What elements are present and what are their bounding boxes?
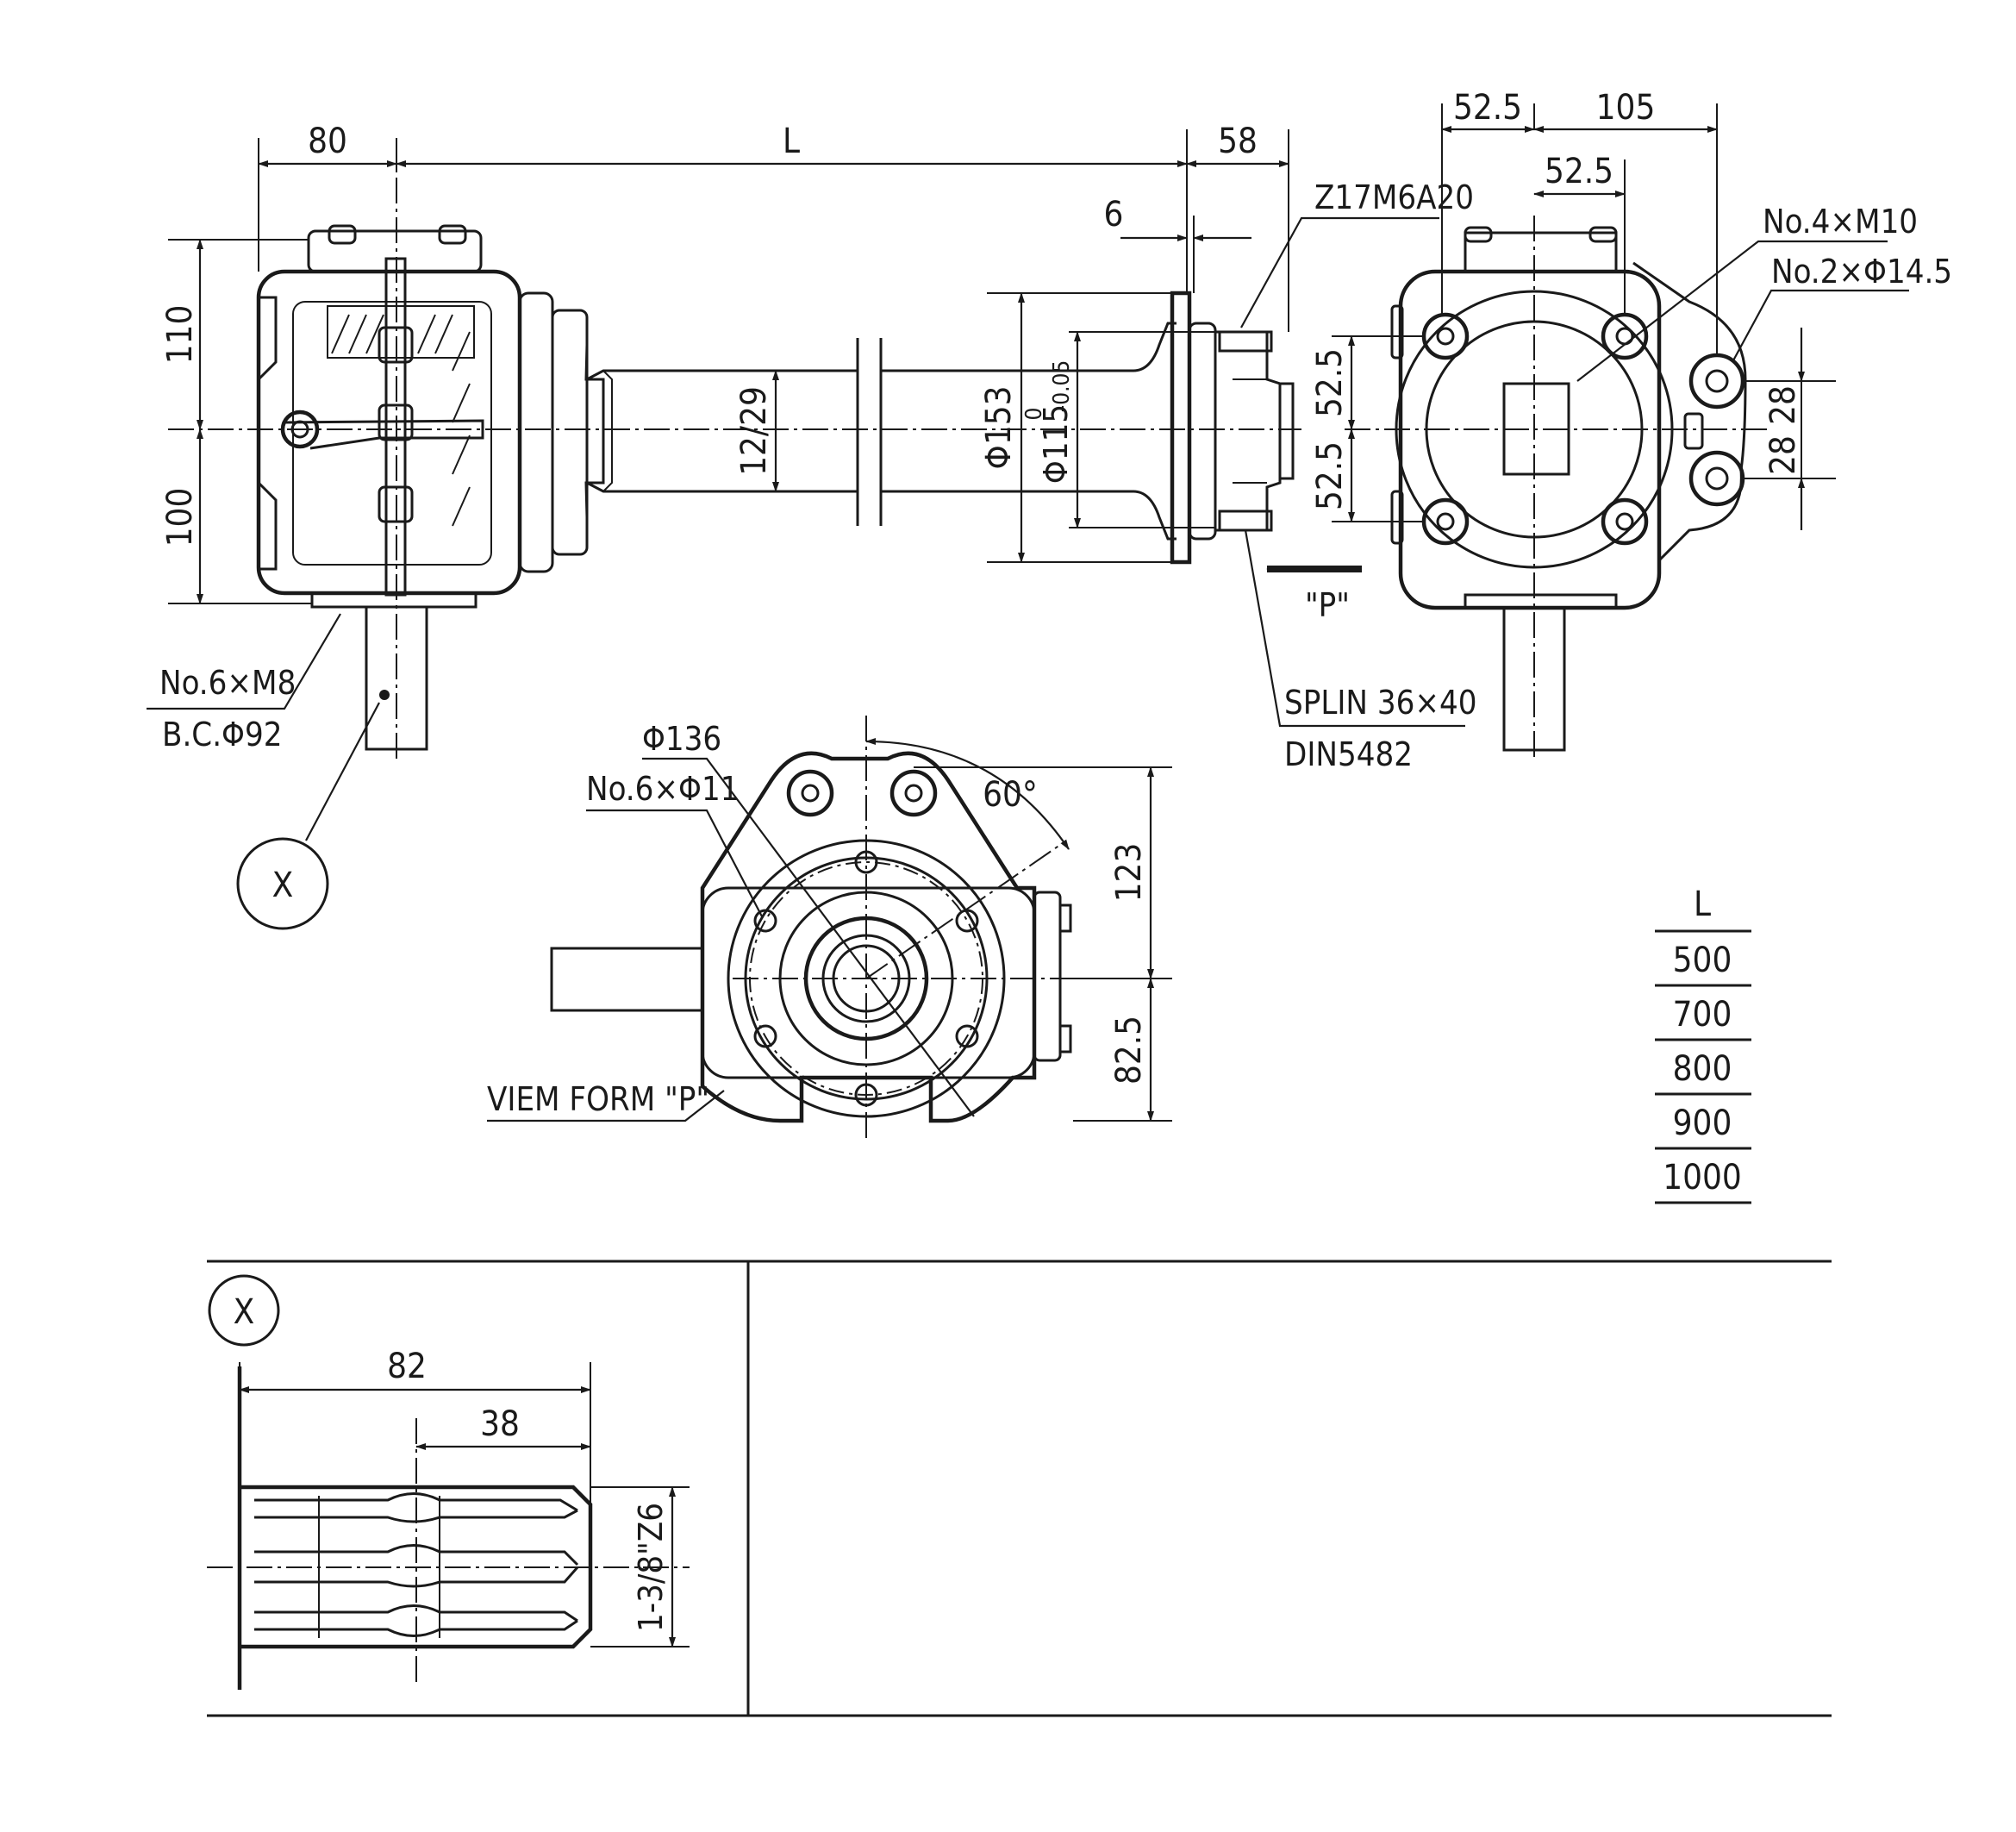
spline-hub	[1214, 330, 1282, 532]
length-table-row: 800	[1673, 1049, 1732, 1089]
dim-52-5-top-a: 52.5	[1453, 88, 1522, 128]
side-mount-lug	[1632, 261, 1747, 562]
dim-28-a: 28	[1763, 385, 1803, 425]
length-table-row: 1000	[1663, 1158, 1742, 1197]
dim-28-b: 28	[1763, 435, 1803, 475]
dim-60deg-arc	[865, 738, 1070, 850]
dim-60deg: 60°	[983, 775, 1038, 815]
dim-38: 38	[480, 1404, 520, 1444]
lever-hub	[280, 410, 320, 449]
gearbox-housing	[256, 269, 522, 596]
detail-frame	[207, 1260, 1832, 1717]
front-view: 80 L 58 6 110 100 12/29 Φ153 Φ115 -0.05 …	[147, 122, 1477, 930]
length-table-row: 700	[1673, 995, 1732, 1035]
dim-spline-1-3-8: 1-3/8"Z6	[632, 1503, 670, 1632]
p-input-shaft	[550, 947, 704, 1012]
dim-52-5-v-b: 52.5	[1310, 441, 1350, 510]
dim-123: 123	[1109, 843, 1149, 903]
hatch-pattern	[331, 314, 471, 527]
dim-12-29: 12/29	[734, 386, 774, 476]
callout-m8: No.6×M8	[159, 664, 296, 702]
view-p-label: "P"	[1305, 586, 1350, 624]
callout-holes-11: No.6×Φ11	[586, 770, 739, 808]
dim-80: 80	[308, 122, 347, 161]
side-view: 52.5 105 52.5 52.5 52.5 28 28 No.4×M10 N…	[1310, 88, 1952, 759]
callout-din: DIN5482	[1284, 735, 1413, 773]
length-table-row: 900	[1673, 1104, 1732, 1143]
dim-82-5: 82.5	[1109, 1016, 1149, 1085]
view-form-p-label: VIEM FORM "P"	[487, 1080, 709, 1118]
callout-phi-136: Φ136	[642, 720, 721, 758]
dim-L: L	[783, 122, 800, 161]
dim-phi-115: Φ115	[1037, 404, 1075, 484]
callout-m10: No.4×M10	[1763, 203, 1918, 241]
callout-bc92: B.C.Φ92	[162, 716, 282, 753]
detail-x-reference	[236, 837, 329, 930]
length-table-row: 500	[1673, 941, 1732, 980]
dim-110: 110	[160, 305, 200, 365]
dim-phi-115-tol-upper: 0	[1021, 408, 1047, 421]
flange-plate	[1170, 291, 1192, 565]
dim-100: 100	[160, 488, 200, 547]
dim-52-5-top-b: 52.5	[1545, 152, 1613, 191]
detail-x-circle	[208, 1274, 280, 1347]
detail-x: X 82 38 1-3/8"Z6	[207, 1274, 690, 1690]
detail-spline-shaft	[240, 1485, 593, 1649]
dim-82: 82	[387, 1347, 427, 1386]
callout-splin: SPLIN 36×40	[1284, 684, 1477, 722]
dim-6: 6	[1104, 195, 1124, 234]
dim-phi-153: Φ153	[979, 386, 1019, 470]
view-from-p: 123 82.5 60° Φ136 No.6×Φ11 VIEM FORM "P"	[487, 716, 1172, 1142]
dim-phi-115-tol: -0.05	[1049, 360, 1075, 413]
svg-text:X: X	[272, 866, 294, 905]
callout-z17: Z17M6A20	[1314, 178, 1474, 216]
dim-52-5-v-a: 52.5	[1310, 348, 1350, 417]
detail-x-title: X	[234, 1292, 255, 1332]
dim-58: 58	[1218, 122, 1258, 161]
dim-105: 105	[1596, 88, 1656, 128]
callout-14-5: No.2×Φ14.5	[1771, 253, 1952, 291]
length-table-header: L	[1694, 885, 1711, 924]
section-marker-dot	[379, 690, 390, 700]
length-table: L 500 700 800 900 1000	[1655, 885, 1751, 1204]
top-cover	[307, 229, 483, 273]
